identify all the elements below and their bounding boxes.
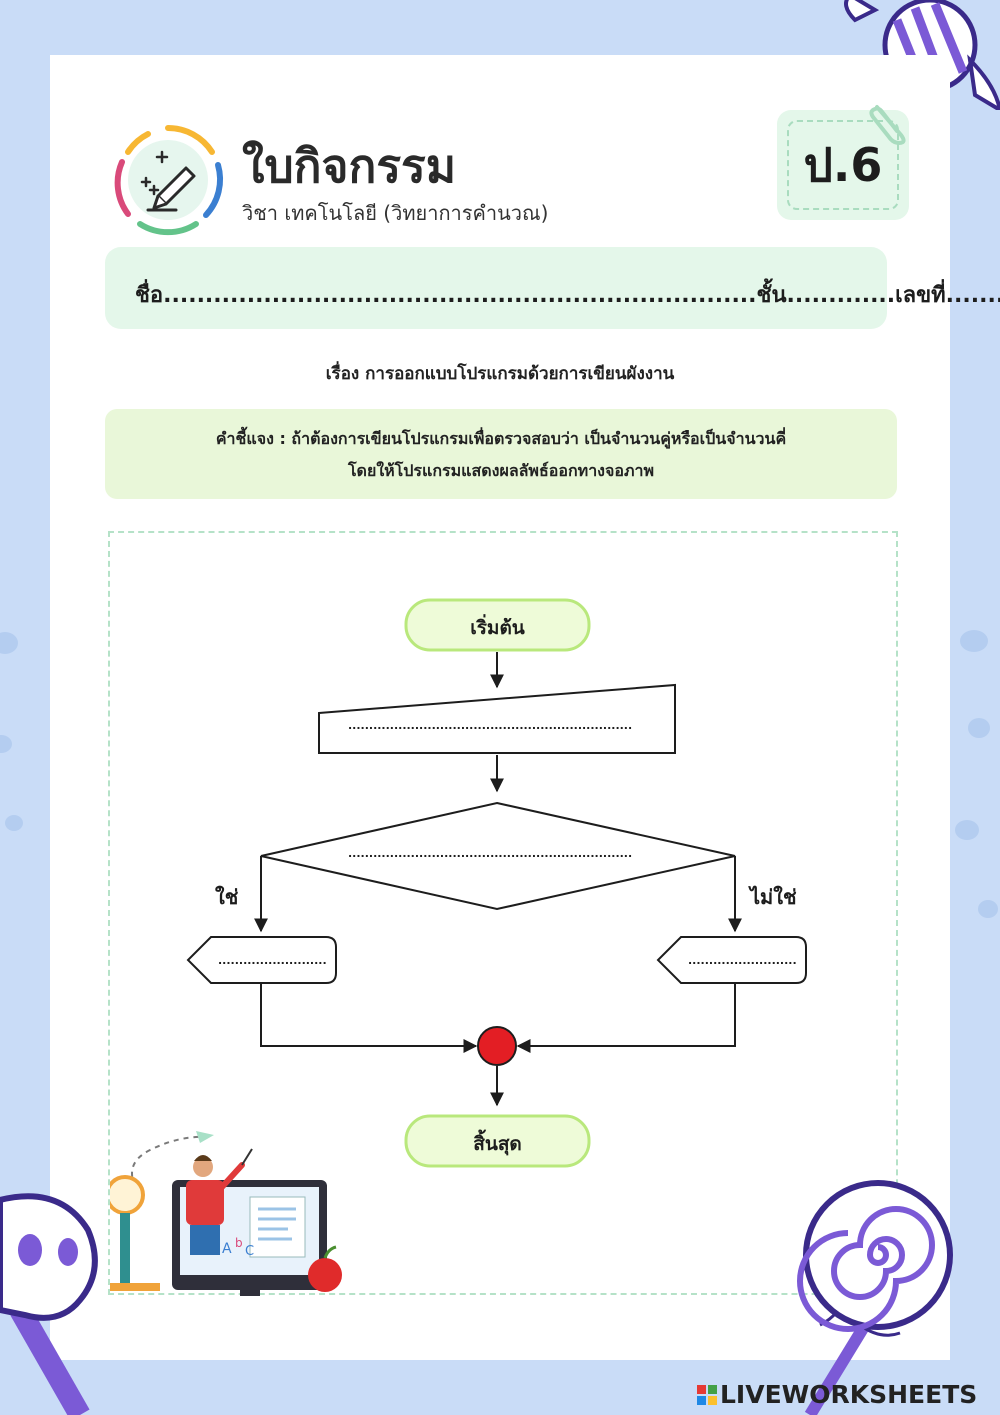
start-terminal-shape xyxy=(404,598,591,652)
input-shape xyxy=(318,683,676,754)
background-dot xyxy=(955,820,979,840)
svg-text:A: A xyxy=(222,1241,232,1257)
skull-lollipop-icon xyxy=(0,1193,98,1415)
no-display-shape xyxy=(656,936,807,984)
connector-circle xyxy=(477,1026,517,1066)
end-terminal-shape xyxy=(404,1114,591,1168)
instructions-line-2: โดยให้โปรแกรมแสดงผลลัพธ์ออกทางจอภาพ xyxy=(347,461,655,480)
student-info-line[interactable]: ชื่อ....................................… xyxy=(135,283,1000,308)
no-label: ไม่ใช่ xyxy=(750,885,797,909)
swirl-lollipop-icon xyxy=(797,1180,953,1415)
grade-badge: ป.6 xyxy=(777,110,909,220)
worksheet-title: ใบกิจกรรม xyxy=(242,139,457,193)
watermark-text: LIVEWORKSHEETS xyxy=(720,1380,978,1409)
worksheet-page: ใบกิจกรรม วิชา เทคโนโลยี (วิทยาการคำนวณ)… xyxy=(50,55,1000,1360)
background-dot xyxy=(968,718,990,738)
yes-label: ใช่ xyxy=(215,885,239,909)
svg-text:C: C xyxy=(245,1244,254,1259)
start-label: เริ่มต้น xyxy=(470,617,525,639)
input-blank[interactable]: ........................................… xyxy=(348,719,633,732)
teacher-computer-illustration: A b C xyxy=(110,1131,342,1296)
instructions-box: คำชี้แจง : ถ้าต้องการเขียนโปรแกรมเพื่อตร… xyxy=(105,409,897,499)
subject-subtitle: วิชา เทคโนโลยี (วิทยาการคำนวณ) xyxy=(242,201,549,225)
instructions-line-1: คำชี้แจง : ถ้าต้องการเขียนโปรแกรมเพื่อตร… xyxy=(215,429,787,448)
yes-output-blank[interactable]: .......................... xyxy=(218,954,327,967)
pencil-logo-icon xyxy=(114,124,223,236)
flowchart-area: เริ่มต้น ...............................… xyxy=(108,531,898,1295)
no-output-blank[interactable]: .......................... xyxy=(688,954,797,967)
liveworksheets-watermark: LIVEWORKSHEETS xyxy=(697,1380,977,1409)
topic-heading: เรื่อง การออกแบบโปรแกรมด้วยการเขียนผังงา… xyxy=(325,364,675,384)
decision-shape xyxy=(260,801,736,911)
background-dot xyxy=(0,632,18,654)
grade-label: ป.6 xyxy=(787,120,899,210)
end-label: สิ้นสุด xyxy=(473,1133,522,1155)
background-dot xyxy=(960,630,988,652)
background-dot xyxy=(0,735,12,753)
flowchart-diagram xyxy=(186,598,807,1168)
svg-text:b: b xyxy=(235,1236,243,1250)
no-merge-line xyxy=(516,983,736,1053)
yes-display-shape xyxy=(186,936,337,984)
decision-blank[interactable]: ........................................… xyxy=(348,847,633,860)
student-info-bar: ชื่อ....................................… xyxy=(105,247,1000,329)
yes-merge-line xyxy=(260,983,478,1053)
paperclip-icon xyxy=(869,105,906,146)
background-dot xyxy=(5,815,23,831)
background-dot xyxy=(978,900,998,918)
liveworksheets-logo-icon xyxy=(697,1385,717,1405)
